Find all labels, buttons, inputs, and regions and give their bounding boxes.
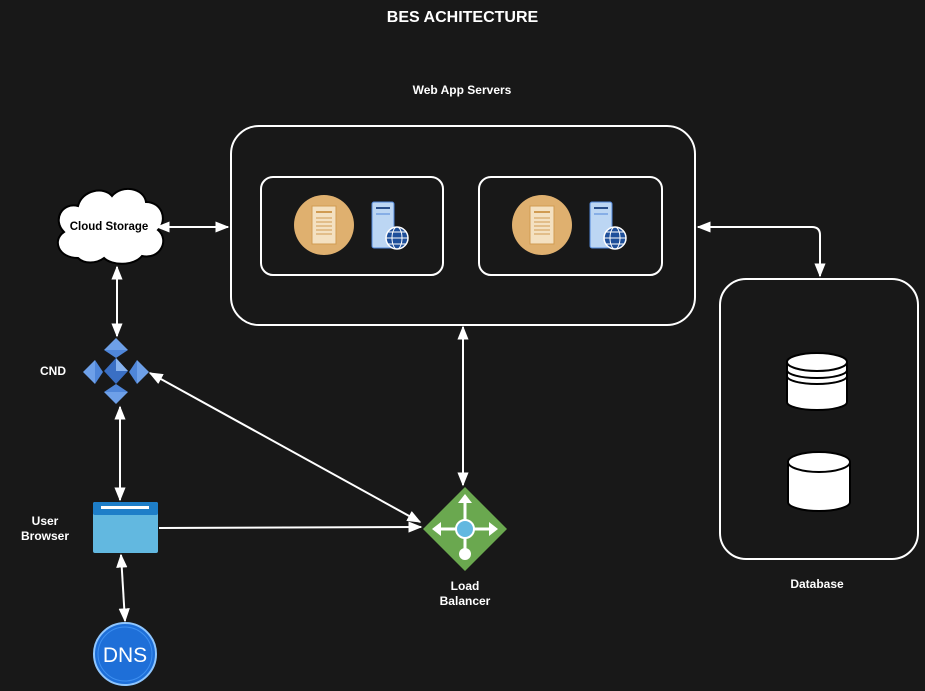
- cloud-storage-label: Cloud Storage: [70, 221, 149, 233]
- user-browser-label-line2: Browser: [20, 529, 70, 543]
- web-app-servers-label: Web App Servers: [412, 83, 512, 97]
- cdn-icon[interactable]: [83, 338, 149, 404]
- web-server-globe-icon: [371, 201, 409, 250]
- user-browser-icon[interactable]: [93, 502, 158, 553]
- load-balancer-label-line1: Load: [450, 579, 480, 593]
- load-balancer-label-line2: Balancer: [439, 594, 491, 608]
- web-server-box-2[interactable]: [478, 176, 663, 276]
- database-cylinder-icon: [787, 451, 851, 512]
- web-server-box-1[interactable]: [260, 176, 444, 276]
- load-balancer-label: Load Balancer: [425, 579, 505, 609]
- user-browser-label-line1: User: [31, 514, 59, 528]
- connector-browser-to-loadbalancer[interactable]: [158, 521, 423, 533]
- user-browser-label: User Browser: [10, 514, 80, 544]
- web-server-globe-icon: [589, 201, 627, 250]
- diagram-title: BES ACHITECTURE: [386, 9, 539, 26]
- connector-browser-to-dns[interactable]: [116, 553, 130, 623]
- dns-icon[interactable]: DNS: [93, 622, 157, 686]
- database-container[interactable]: [719, 278, 919, 560]
- database-label: Database: [790, 577, 844, 591]
- load-balancer-icon[interactable]: [423, 487, 507, 571]
- server-icon: [294, 195, 354, 255]
- database-cylinder-icon: [786, 352, 848, 411]
- web-app-servers-container[interactable]: [230, 125, 696, 326]
- dns-label: DNS: [103, 644, 147, 667]
- connector-cdn-to-loadbalancer[interactable]: [148, 372, 422, 523]
- connector-webapp-to-database[interactable]: [696, 221, 826, 278]
- cloud-storage-icon[interactable]: Cloud Storage: [56, 187, 165, 265]
- cdn-label: CND: [40, 364, 66, 378]
- server-icon: [512, 195, 572, 255]
